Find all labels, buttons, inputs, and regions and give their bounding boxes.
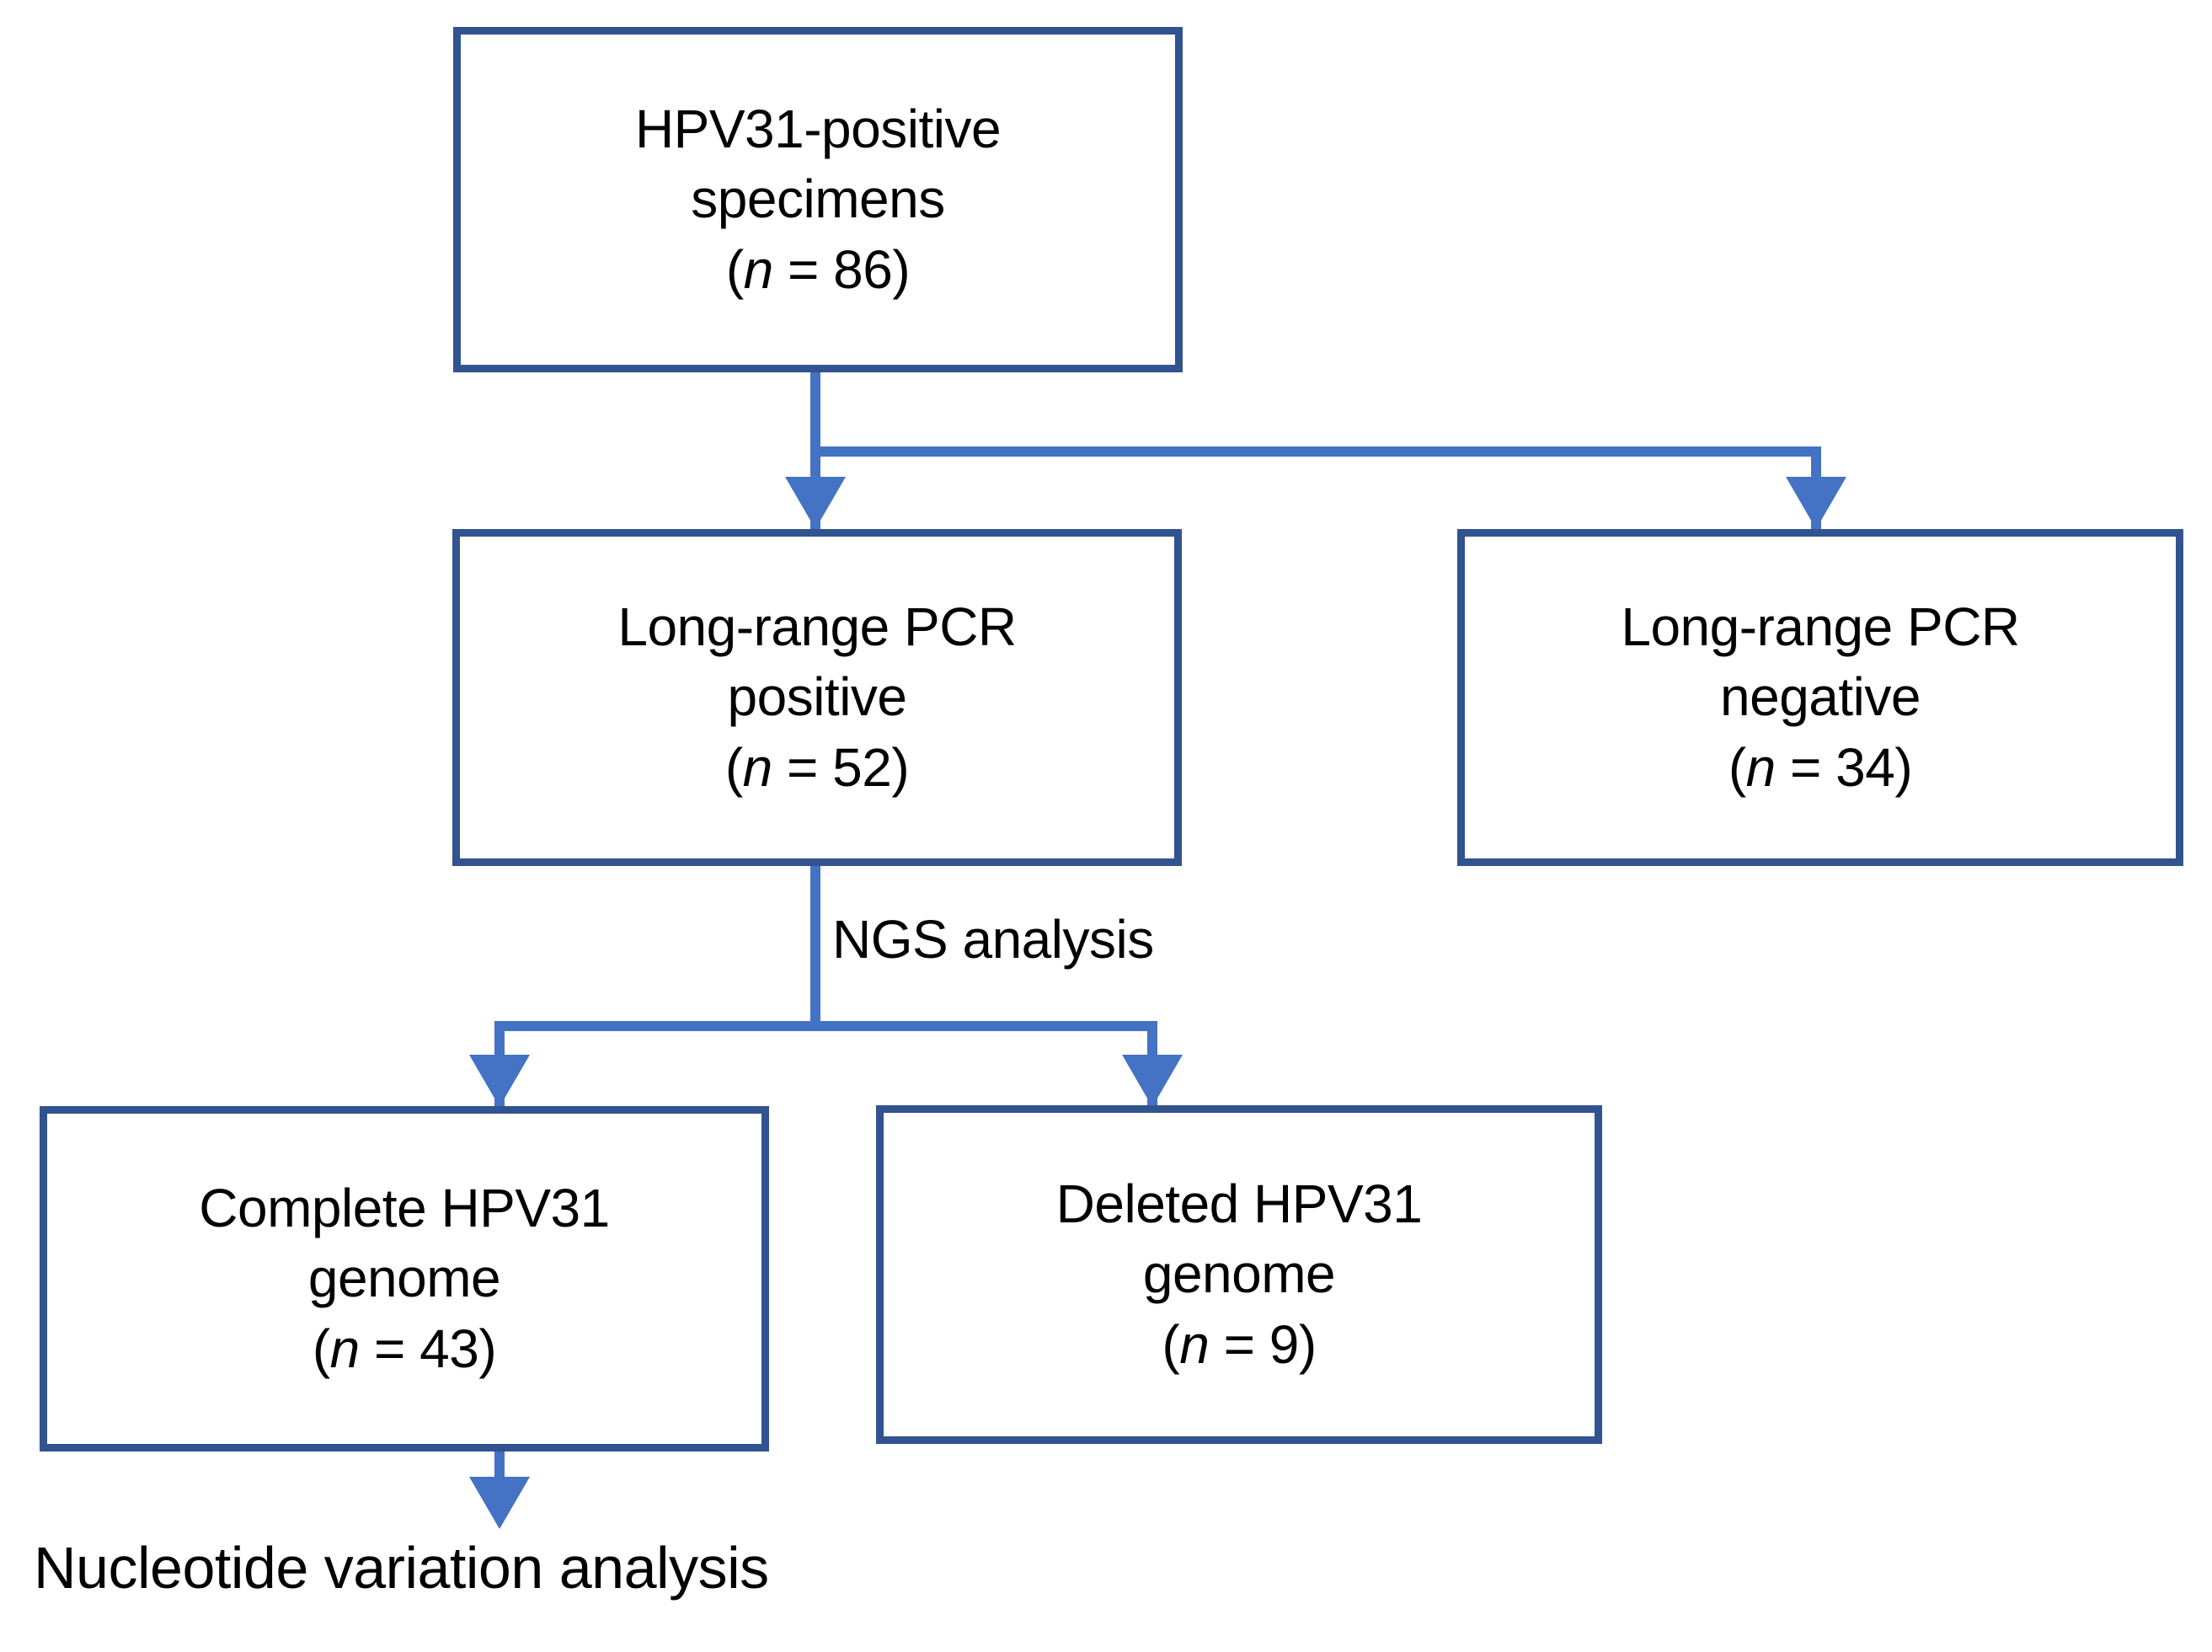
arrow-complete-to-nucleotide-analysis — [469, 1477, 530, 1529]
node-pcr-negative-line-2: negative — [1720, 666, 1921, 728]
n-value: = 43) — [359, 1318, 497, 1379]
paren-open: ( — [312, 1318, 330, 1379]
node-deleted-line-1: Deleted HPV31 — [1055, 1174, 1423, 1235]
node-pcr-negative-line-1: Long-range PCR — [1621, 596, 2020, 658]
n-value: = 34) — [1775, 736, 1913, 798]
connector-root-stem — [810, 372, 820, 457]
node-complete-line-1: Complete HPV31 — [199, 1178, 610, 1239]
node-deleted-hpv31-genome[interactable]: Deleted HPV31 genome (n = 9) — [876, 1105, 1602, 1444]
node-long-range-pcr-positive[interactable]: Long-range PCR positive (n = 52) — [452, 529, 1182, 866]
connector-root-crossbar — [810, 446, 1821, 457]
n-symbol: n — [742, 736, 773, 798]
paren-open: ( — [1728, 736, 1746, 798]
n-symbol: n — [1745, 736, 1777, 798]
node-pcr-positive-line-2: positive — [727, 666, 908, 728]
arrow-root-to-pcr-negative — [1786, 477, 1846, 529]
n-value: = 9) — [1209, 1313, 1317, 1375]
arrow-root-to-pcr-positive — [785, 477, 846, 529]
paren-open: ( — [725, 238, 744, 300]
n-value: = 52) — [772, 736, 910, 798]
node-complete-line-2: genome — [307, 1248, 501, 1309]
node-pcr-positive-line-1: Long-range PCR — [617, 596, 1017, 658]
n-symbol: n — [329, 1318, 361, 1379]
node-root-line-1: HPV31-positive — [634, 99, 1002, 160]
edge-label-ngs-analysis: NGS analysis — [832, 909, 1154, 970]
paren-open: ( — [1162, 1313, 1180, 1375]
node-pcr-negative-count: (n = 34) — [1728, 733, 1913, 803]
node-pcr-positive-count: (n = 52) — [724, 733, 910, 803]
paren-open: ( — [724, 736, 743, 798]
n-symbol: n — [743, 238, 774, 300]
node-deleted-count: (n = 9) — [1162, 1310, 1317, 1380]
connector-ngs-stem — [810, 866, 820, 1031]
arrow-ngs-to-deleted-genome — [1122, 1055, 1183, 1107]
n-value: = 86) — [772, 238, 911, 300]
n-symbol: n — [1179, 1313, 1210, 1375]
node-root-line-2: specimens — [691, 168, 945, 230]
node-complete-count: (n = 43) — [312, 1314, 497, 1384]
node-long-range-pcr-negative[interactable]: Long-range PCR negative (n = 34) — [1457, 529, 2183, 866]
node-root-count: (n = 86) — [725, 235, 911, 305]
connector-ngs-crossbar — [494, 1021, 1157, 1031]
node-deleted-line-2: genome — [1142, 1243, 1336, 1305]
node-complete-hpv31-genome[interactable]: Complete HPV31 genome (n = 43) — [40, 1106, 769, 1452]
terminal-label-nucleotide-variation-analysis: Nucleotide variation analysis — [34, 1535, 769, 1601]
node-hpv31-positive-specimens[interactable]: HPV31-positive specimens (n = 86) — [453, 27, 1183, 372]
arrow-ngs-to-complete-genome — [469, 1055, 530, 1107]
